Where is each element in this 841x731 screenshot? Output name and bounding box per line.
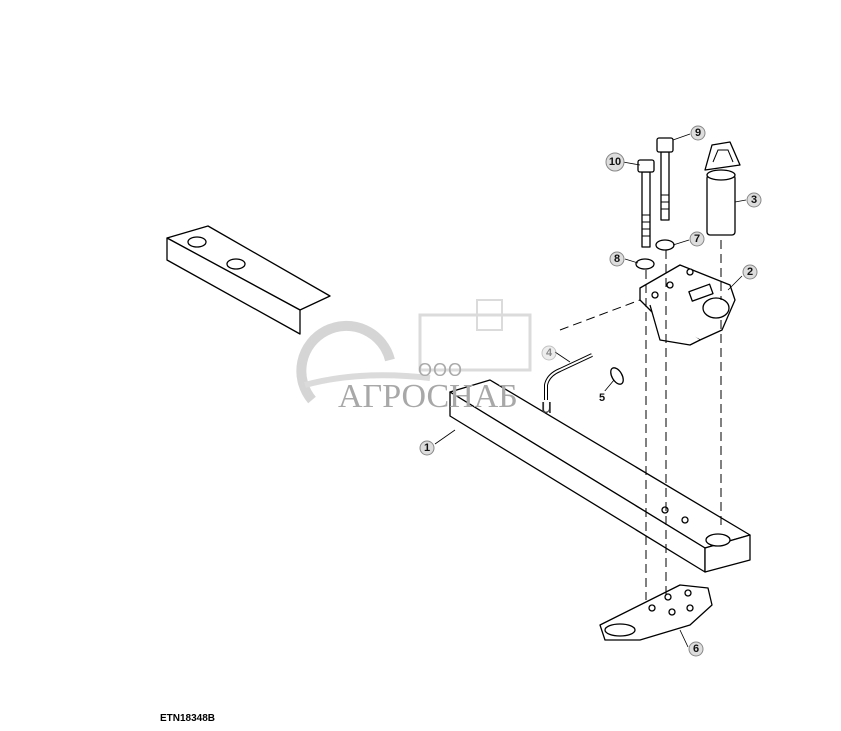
svg-text:7: 7 — [694, 233, 700, 245]
callout-8: 8 — [609, 251, 625, 267]
callout-10: 10 — [605, 152, 625, 172]
svg-text:5: 5 — [599, 392, 605, 404]
svg-text:2: 2 — [747, 266, 753, 278]
watermark-name: АГРОСНАБ — [338, 378, 518, 415]
bolt-9 — [656, 137, 674, 221]
drawbar — [166, 225, 751, 573]
callouts: 1 2 3 4 5 6 7 8 9 10 — [419, 125, 762, 657]
hitch-pin — [704, 141, 741, 236]
svg-text:8: 8 — [614, 253, 620, 265]
callout-5: 5 — [594, 390, 610, 406]
hitch-plate — [599, 584, 713, 641]
svg-text:6: 6 — [693, 643, 699, 655]
callout-1: 1 — [419, 440, 435, 456]
callout-6: 6 — [688, 641, 704, 657]
svg-text:10: 10 — [609, 156, 621, 168]
hitch-body — [639, 264, 736, 346]
washer-8 — [635, 258, 655, 270]
watermark-stray-letter: u — [541, 396, 553, 418]
washer-7 — [655, 239, 675, 251]
callout-7: 7 — [689, 231, 705, 247]
callout-3: 3 — [746, 192, 762, 208]
callout-9: 9 — [690, 125, 706, 141]
assembly-lines — [559, 240, 722, 600]
bolt-10 — [637, 159, 655, 248]
callout-4: 4 — [541, 345, 557, 361]
svg-text:1: 1 — [424, 442, 430, 454]
watermark-logo — [296, 299, 532, 404]
svg-text:4: 4 — [546, 347, 553, 359]
callout-2: 2 — [742, 264, 758, 280]
figure-id: ETN18348B — [160, 713, 216, 724]
watermark-prefix: ООО — [418, 360, 464, 380]
svg-text:3: 3 — [751, 194, 757, 206]
svg-text:9: 9 — [695, 127, 701, 139]
